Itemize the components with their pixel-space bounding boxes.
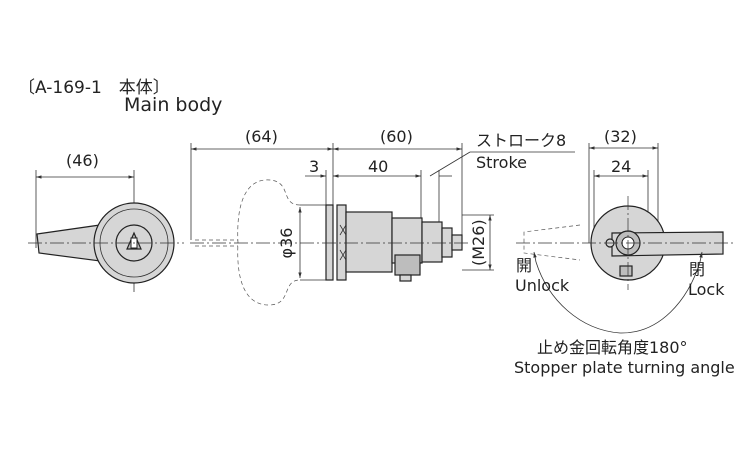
diameter-dim-label: φ36 [277,227,296,259]
angle-label-jp: 止め金回転角度180° [537,338,688,357]
front-view [28,170,184,292]
inner-dim-label: 24 [611,157,632,176]
outer-dim-label: (32) [604,127,637,146]
rear-view [516,143,735,334]
part-code: 〔A-169-1 本体〕 [18,78,170,98]
stroke-label-jp: ストローク8 [476,131,567,150]
part-subtitle: Main body [124,94,223,116]
thread-dim-label: (M26) [469,219,488,266]
cam-plate [394,254,421,276]
stopper-plate [611,231,724,257]
overall-left-dim-label: (64) [245,127,278,146]
body-dim-label: 40 [368,157,389,176]
lock-label-jp: 閉 [689,260,706,279]
width-dim-label: (46) [66,151,99,170]
rotation-arc [535,261,701,334]
overall-right-dim-label: (60) [380,127,413,146]
side-view [190,143,575,306]
angle-label-en: Stopper plate turning angle [514,358,735,377]
flange-dim-label: 3 [309,157,320,176]
flange [325,204,334,281]
lock-label-en: Lock [688,280,725,299]
unlock-label-en: Unlock [515,276,570,295]
unlock-label-jp: 開 [516,256,533,275]
nut [336,204,347,281]
stroke-label-en: Stroke [476,153,527,172]
body [345,211,393,273]
